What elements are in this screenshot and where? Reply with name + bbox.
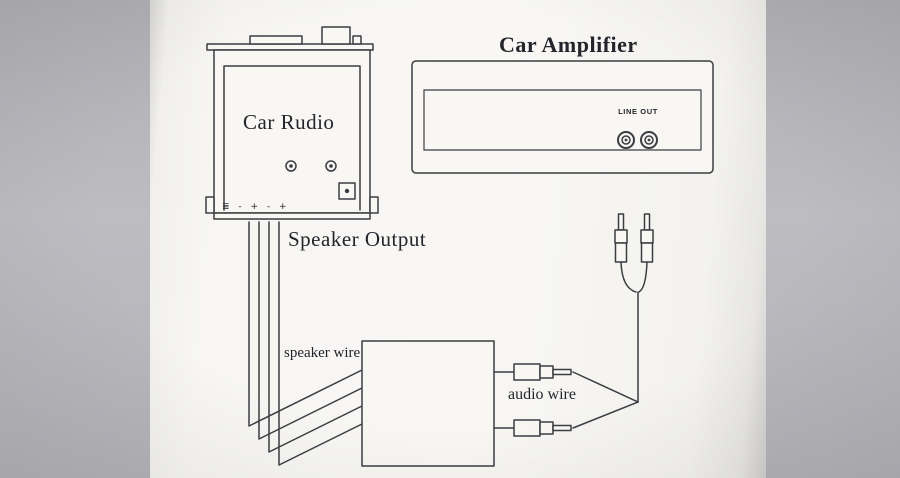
plug-top-collar <box>539 365 554 379</box>
rca-left-pin <box>617 213 625 231</box>
radio-top-bump <box>249 35 303 45</box>
speaker-wire-1 <box>248 221 363 427</box>
converter-box-body <box>361 340 495 467</box>
line-out-jacks <box>617 131 658 149</box>
line-out-jack-left-inner <box>621 135 631 145</box>
amp-rca-cable <box>614 213 654 403</box>
plug-top-barrel <box>513 363 541 381</box>
car-radio-unit <box>205 26 379 223</box>
speaker-wire-4 <box>278 221 363 466</box>
line-out-jack-left <box>617 131 635 149</box>
line-out-jack-right <box>640 131 658 149</box>
radio-screw-left <box>285 160 297 172</box>
radio-terminal-label: ≣ - + - + <box>222 202 290 212</box>
rca-left-lead <box>620 261 637 293</box>
radio-body <box>213 49 371 214</box>
radio-screw-left-dot <box>289 164 293 168</box>
speaker-wire-label: speaker wire <box>284 345 361 361</box>
speaker-wires <box>248 221 363 466</box>
audio-wire-line-top <box>572 371 639 403</box>
radio-right-ear <box>369 196 379 214</box>
car-amplifier-unit <box>411 60 714 174</box>
line-out-jack-right-dot <box>647 138 651 142</box>
rca-left-collar <box>614 229 628 244</box>
radio-title: Car Rudio <box>243 110 335 134</box>
plug-bottom-pin <box>552 424 572 432</box>
audio-wire-line-bottom <box>572 401 639 429</box>
plug-bottom-collar <box>539 421 554 435</box>
radio-inner-outline <box>223 65 361 211</box>
speaker-wire-2 <box>258 221 363 440</box>
line-out-jack-right-inner <box>644 135 654 145</box>
rca-right-pin <box>643 213 651 231</box>
line-out-label: LINE OUT <box>618 107 658 116</box>
radio-small-module <box>338 182 356 200</box>
radio-terminal-strip <box>213 212 371 220</box>
audio-wire-label: audio wire <box>508 386 576 403</box>
rca-right-barrel <box>640 242 654 263</box>
radio-top-nub <box>352 35 362 45</box>
converter-box <box>361 340 495 467</box>
speaker-output-label: Speaker Output <box>288 227 427 251</box>
rca-right-lead <box>638 261 648 293</box>
speaker-wire-3 <box>268 221 363 453</box>
rca-right-collar <box>640 229 654 244</box>
amplifier-front-panel <box>423 89 702 151</box>
plug-bottom-barrel <box>513 419 541 437</box>
amplifier-title: Car Amplifier <box>499 32 638 57</box>
radio-small-module-dot <box>344 188 350 194</box>
rca-left-barrel <box>614 242 628 263</box>
amplifier-body <box>411 60 714 174</box>
radio-top-plate <box>206 43 374 51</box>
audio-wire-plugs <box>493 363 639 437</box>
radio-rear-connector <box>321 26 351 45</box>
radio-left-ear <box>205 196 215 214</box>
radio-screw-right-dot <box>329 164 333 168</box>
plug-top-pin <box>552 368 572 376</box>
line-out-jack-left-dot <box>624 138 628 142</box>
radio-screw-right <box>325 160 337 172</box>
